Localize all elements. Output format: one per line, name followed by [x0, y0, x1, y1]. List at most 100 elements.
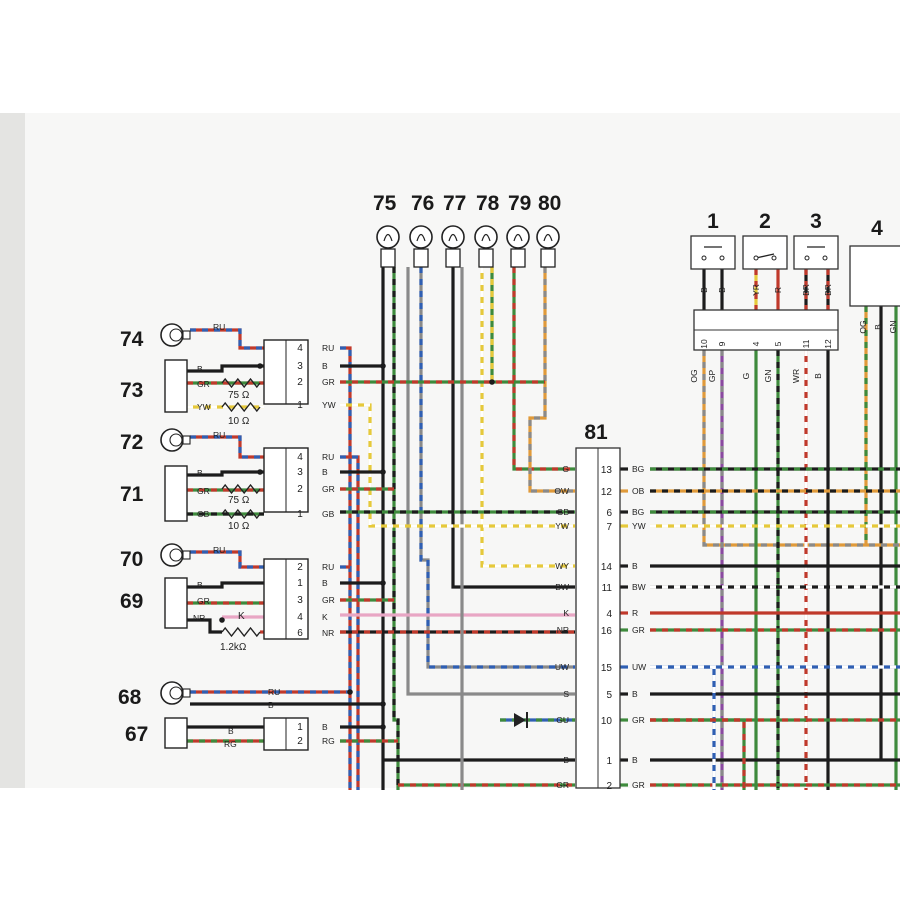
- connector81-left-code: NR: [557, 625, 569, 635]
- resistor-value: 75 Ω: [228, 390, 250, 401]
- wire: [187, 581, 264, 589]
- wire-ru-b-stripe: [340, 455, 360, 790]
- connector81-left-code: B: [563, 755, 569, 765]
- connector81-right-code: OB: [632, 486, 645, 496]
- code: RU: [268, 687, 280, 697]
- connector81-left-code: GU: [556, 715, 569, 725]
- bulb76-wire-stripe: [419, 267, 575, 669]
- resistor-icon: [221, 626, 261, 638]
- block-pin: 4: [751, 341, 761, 346]
- block-code: WR: [791, 369, 801, 383]
- pin: 6: [297, 628, 303, 639]
- connector81-pin: 1: [606, 756, 612, 767]
- code: B: [322, 578, 328, 588]
- wires: [187, 267, 900, 790]
- code: RU: [322, 452, 334, 462]
- code: B: [268, 700, 274, 710]
- switch-code: BR: [801, 284, 811, 296]
- switch-code: B: [717, 287, 727, 293]
- lamp-inner-icon: [169, 686, 183, 700]
- connector81-right-code: B: [632, 755, 638, 765]
- code: GR: [322, 377, 335, 387]
- bulb-filament-icon: [416, 233, 426, 242]
- component-73: [164, 359, 188, 413]
- component-69: [164, 577, 188, 629]
- pin: 3: [297, 467, 303, 478]
- connector81-right-code: UW: [632, 662, 646, 672]
- switch-terminal: [771, 255, 777, 261]
- switch-terminal: [804, 255, 810, 261]
- pin: 2: [297, 736, 303, 747]
- junction-dot: [380, 580, 386, 586]
- label-73: 73: [120, 379, 143, 402]
- block-pin: 11: [801, 339, 811, 348]
- block-og-wire-stripe: [702, 350, 900, 547]
- bulb-number-75: 75: [373, 192, 397, 215]
- connector81-pin: 14: [601, 562, 613, 573]
- bulb-number-79: 79: [508, 192, 531, 215]
- connector81-left-code: OW: [554, 486, 569, 496]
- wire: [187, 618, 222, 634]
- junction-dot: [347, 689, 353, 695]
- connector81-right-code: GR: [632, 715, 645, 725]
- connector81-pin: 10: [601, 716, 613, 727]
- lamp-socket: [182, 688, 191, 698]
- bulb75-wire-b-stripe: [392, 267, 400, 790]
- connector81-right-code: BG: [632, 507, 644, 517]
- junction-dot: [380, 363, 386, 369]
- code: YW: [197, 402, 211, 412]
- connector81-pin: 12: [601, 487, 613, 498]
- label-71: 71: [120, 483, 144, 506]
- bulb-socket: [413, 248, 429, 268]
- bulb-filament-icon: [448, 233, 458, 242]
- bulb-icon: [441, 225, 465, 249]
- label-72: 72: [120, 431, 143, 454]
- diode-icon: [514, 713, 526, 727]
- code: B: [322, 361, 328, 371]
- pin: 4: [297, 612, 303, 623]
- code: B: [197, 580, 203, 590]
- switch-code: B: [873, 324, 883, 330]
- switch-code: R: [773, 287, 783, 293]
- bulb78-wire-stripe: [480, 267, 575, 568]
- block-code: B: [813, 373, 823, 379]
- code: RG: [224, 739, 237, 749]
- wire-ru-a-stripe: [340, 346, 352, 790]
- pin: 1: [297, 578, 303, 589]
- connector81-pin: 4: [606, 609, 612, 620]
- junction-dot: [380, 701, 386, 707]
- pin: 3: [297, 595, 303, 606]
- resistor-icon: [221, 483, 261, 495]
- switch-code: YR: [751, 284, 761, 296]
- connector81-pin: 2: [606, 781, 612, 792]
- code: RU: [322, 562, 334, 572]
- code: RG: [322, 736, 335, 746]
- connector81-right-code: BW: [632, 582, 646, 592]
- block-pin: 10: [699, 339, 709, 349]
- switch-number-2: 2: [759, 210, 771, 233]
- connector81-left-code: BW: [555, 582, 569, 592]
- code: B: [228, 726, 234, 736]
- connector81-left-code: K: [563, 608, 569, 618]
- switch-code: B: [699, 287, 709, 293]
- connector81-left-code: G: [562, 464, 569, 474]
- bulb77-wire: [451, 267, 575, 589]
- wire: [187, 364, 264, 373]
- switch4-body: [849, 245, 900, 307]
- code: NR: [322, 628, 334, 638]
- block-code: G: [741, 373, 751, 380]
- block-pin: 12: [823, 339, 833, 349]
- connector81-pin: 5: [606, 690, 612, 701]
- bulb-filament-icon: [513, 233, 523, 242]
- label-70: 70: [120, 548, 143, 571]
- switch-body: [793, 235, 839, 270]
- switch-code: BR: [823, 284, 833, 296]
- switch-contact-icon: [755, 253, 775, 259]
- bulb-number-80: 80: [538, 192, 561, 215]
- label-68: 68: [118, 686, 142, 709]
- wire: [187, 470, 264, 477]
- resistor-value: 10 Ω: [228, 521, 250, 532]
- code: B: [197, 468, 203, 478]
- wire-70-stripe: [190, 550, 264, 569]
- uw-bend-stripe: [650, 665, 716, 790]
